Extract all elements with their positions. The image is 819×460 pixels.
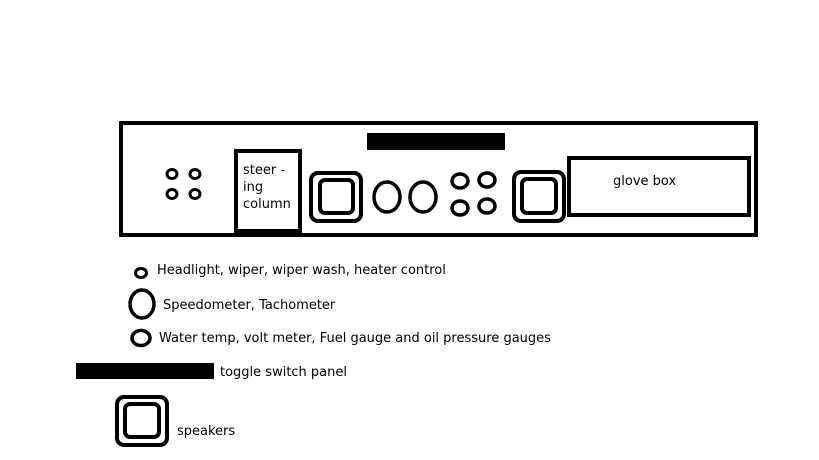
legend-toggle-panel-symbol [76,363,214,379]
control-knob-cluster [165,168,202,200]
legend-large-gauge-symbol [128,288,156,320]
legend-small-knob-symbol [134,267,148,279]
glove-box-label: glove box [613,174,677,189]
control-knob [188,168,202,180]
small-gauge [450,172,470,190]
speaker-left [309,171,363,223]
legend-small-knob-label: Headlight, wiper, wiper wash, heater con… [157,263,446,278]
legend-speaker-symbol [115,395,169,447]
legend-speakers-label: speakers [177,424,236,439]
glove-box [567,156,751,217]
speaker-right [512,170,566,223]
steering-column-box [234,149,302,233]
small-gauge [450,199,470,217]
steering-column-label-line2: ing [243,180,264,195]
legend-toggle-panel-label: toggle switch panel [220,365,347,380]
speedometer-gauge [372,180,402,214]
steering-column-label: steer - ing column [243,162,291,213]
legend-medium-gauge-label: Water temp, volt meter, Fuel gauge and o… [159,331,551,346]
toggle-switch-panel [367,133,505,150]
legend-large-gauge-label: Speedometer, Tachometer [163,298,336,313]
control-knob [165,168,179,180]
steering-column-label-line3: column [243,197,291,212]
dashboard-outline [119,121,758,237]
small-gauge [477,197,497,215]
small-gauge [477,171,497,189]
small-gauge-cluster [450,171,497,217]
tachometer-gauge [408,180,438,214]
legend-medium-gauge-symbol [130,328,152,348]
control-knob [188,188,202,200]
control-knob [165,188,179,200]
steering-column-label-line1: steer - [243,163,286,178]
